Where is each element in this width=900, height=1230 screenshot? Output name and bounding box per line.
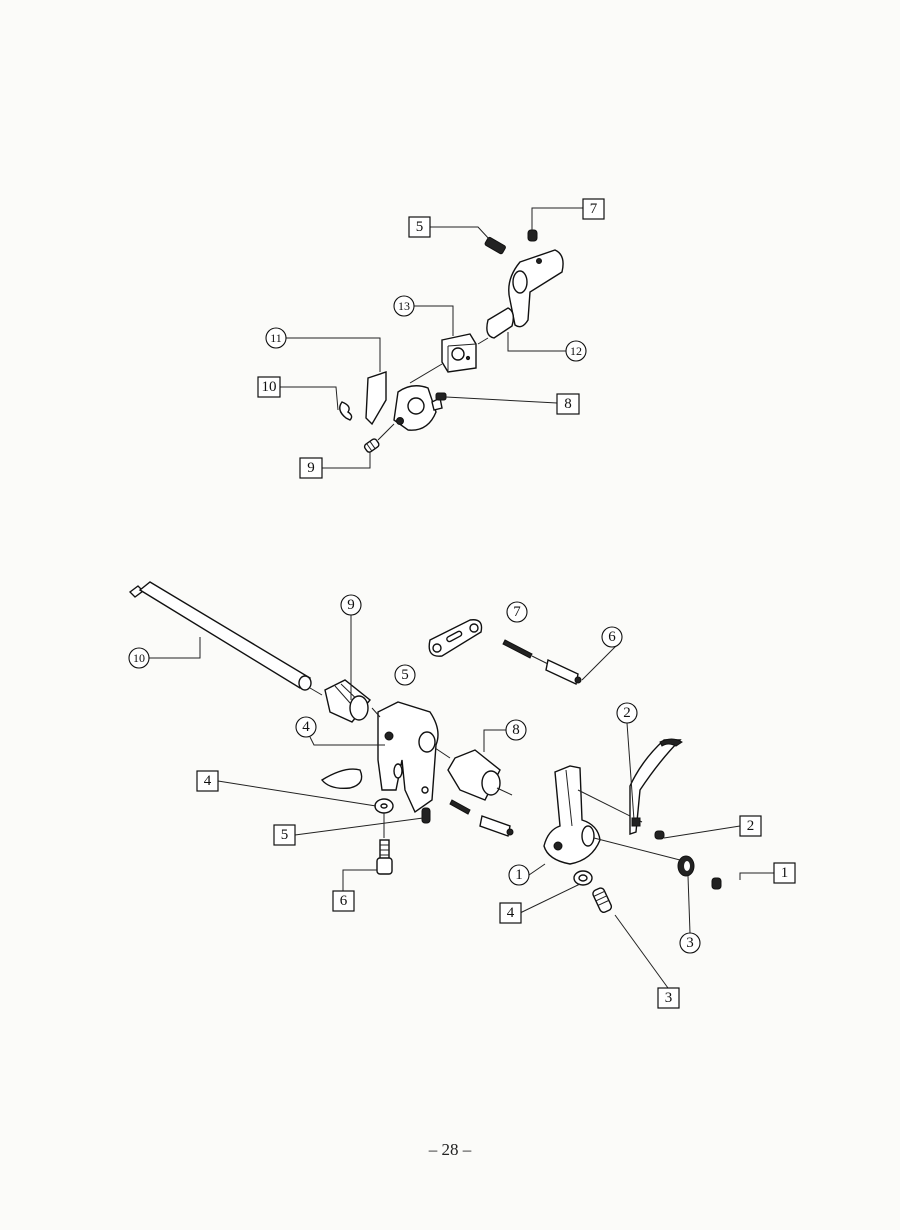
callout-box-4: 4 bbox=[196, 770, 219, 792]
callout-circle-10: 10 bbox=[128, 647, 150, 669]
callout-label: 4 bbox=[507, 905, 515, 921]
bottom-part-pin-6 bbox=[502, 639, 582, 686]
callout-label: 5 bbox=[416, 219, 424, 235]
callout-label: 5 bbox=[281, 827, 289, 843]
callout-circle-1: 1 bbox=[508, 864, 530, 886]
top-part-bracket-11 bbox=[365, 371, 443, 431]
callout-label: 3 bbox=[686, 935, 694, 951]
bottom-part-screw-3 bbox=[592, 887, 613, 913]
callout-circle-5: 5 bbox=[394, 664, 416, 686]
callout-circle-11: 11 bbox=[265, 327, 287, 349]
top-part-setscrew-8 bbox=[435, 392, 447, 401]
top-callouts: 5 7 13 11 12 10 8 9 bbox=[257, 198, 605, 479]
bottom-part-bushing-9 bbox=[324, 679, 371, 723]
callout-label: 6 bbox=[608, 629, 616, 645]
bottom-part-thread-guide-2 bbox=[629, 738, 683, 835]
callout-circle-3: 3 bbox=[679, 932, 701, 954]
page-number: – 28 – bbox=[428, 1140, 472, 1159]
callout-circle-2: 2 bbox=[616, 702, 638, 724]
callout-box-8: 8 bbox=[556, 393, 580, 415]
callout-label: 1 bbox=[515, 867, 523, 883]
bottom-part-bushing-8 bbox=[447, 749, 501, 801]
bottom-part-link-plate bbox=[428, 619, 483, 657]
callout-circle-9: 9 bbox=[340, 594, 362, 616]
bottom-part-screw-6 bbox=[376, 839, 393, 875]
callout-label: 10 bbox=[262, 379, 277, 395]
callout-label: 1 bbox=[781, 865, 789, 881]
bottom-part-lever-1 bbox=[543, 765, 601, 865]
callout-label: 10 bbox=[133, 651, 145, 665]
callout-box-7: 7 bbox=[582, 198, 605, 220]
callout-label: 9 bbox=[347, 597, 355, 613]
callout-label: 8 bbox=[512, 722, 520, 738]
top-part-ering-10 bbox=[339, 401, 353, 421]
callout-box-4b: 4 bbox=[499, 902, 522, 924]
callout-box-3: 3 bbox=[657, 987, 680, 1009]
callout-label: 4 bbox=[204, 773, 212, 789]
callout-box-1: 1 bbox=[773, 862, 796, 884]
callout-box-6: 6 bbox=[332, 890, 355, 912]
callout-box-2: 2 bbox=[739, 815, 762, 837]
callout-circle-7: 7 bbox=[506, 601, 528, 623]
callout-label: 4 bbox=[302, 719, 310, 735]
callout-circle-6: 6 bbox=[601, 626, 623, 648]
bottom-part-shield bbox=[320, 768, 363, 790]
callout-label: 11 bbox=[270, 331, 282, 345]
callout-label: 2 bbox=[747, 818, 755, 834]
callout-label: 13 bbox=[398, 299, 410, 313]
callout-label: 7 bbox=[513, 604, 521, 620]
top-part-setscrew-7 bbox=[527, 229, 538, 242]
callout-box-5: 5 bbox=[408, 216, 431, 238]
callout-circle-4: 4 bbox=[295, 716, 317, 738]
bottom-part-shaft-10 bbox=[128, 581, 312, 691]
bottom-part-crank-body bbox=[377, 701, 439, 814]
bottom-callouts: 10 9 5 7 6 4 8 2 4 5 2 1 1 6 4 3 3 bbox=[128, 594, 796, 1009]
callout-label: 3 bbox=[665, 990, 673, 1006]
callout-box-9: 9 bbox=[299, 457, 323, 479]
callout-circle-8: 8 bbox=[505, 719, 527, 741]
callout-box-5: 5 bbox=[273, 824, 296, 846]
callout-box-10: 10 bbox=[257, 376, 281, 398]
top-assembly bbox=[280, 207, 583, 469]
bottom-part-screw-5 bbox=[421, 807, 431, 824]
callout-label: 8 bbox=[564, 396, 572, 412]
top-part-screw-5 bbox=[484, 236, 506, 255]
callout-label: 12 bbox=[570, 344, 582, 358]
top-part-block-13 bbox=[441, 333, 477, 373]
top-part-screw-9 bbox=[363, 438, 380, 453]
callout-label: 6 bbox=[340, 893, 348, 909]
callout-label: 7 bbox=[590, 201, 598, 217]
top-part-crank-12 bbox=[486, 249, 564, 339]
callout-label: 5 bbox=[401, 667, 409, 683]
bottom-assembly bbox=[128, 581, 774, 989]
callout-circle-13: 13 bbox=[393, 295, 415, 317]
callout-circle-12: 12 bbox=[565, 340, 587, 362]
callout-label: 2 bbox=[623, 705, 631, 721]
callout-label: 9 bbox=[307, 460, 315, 476]
